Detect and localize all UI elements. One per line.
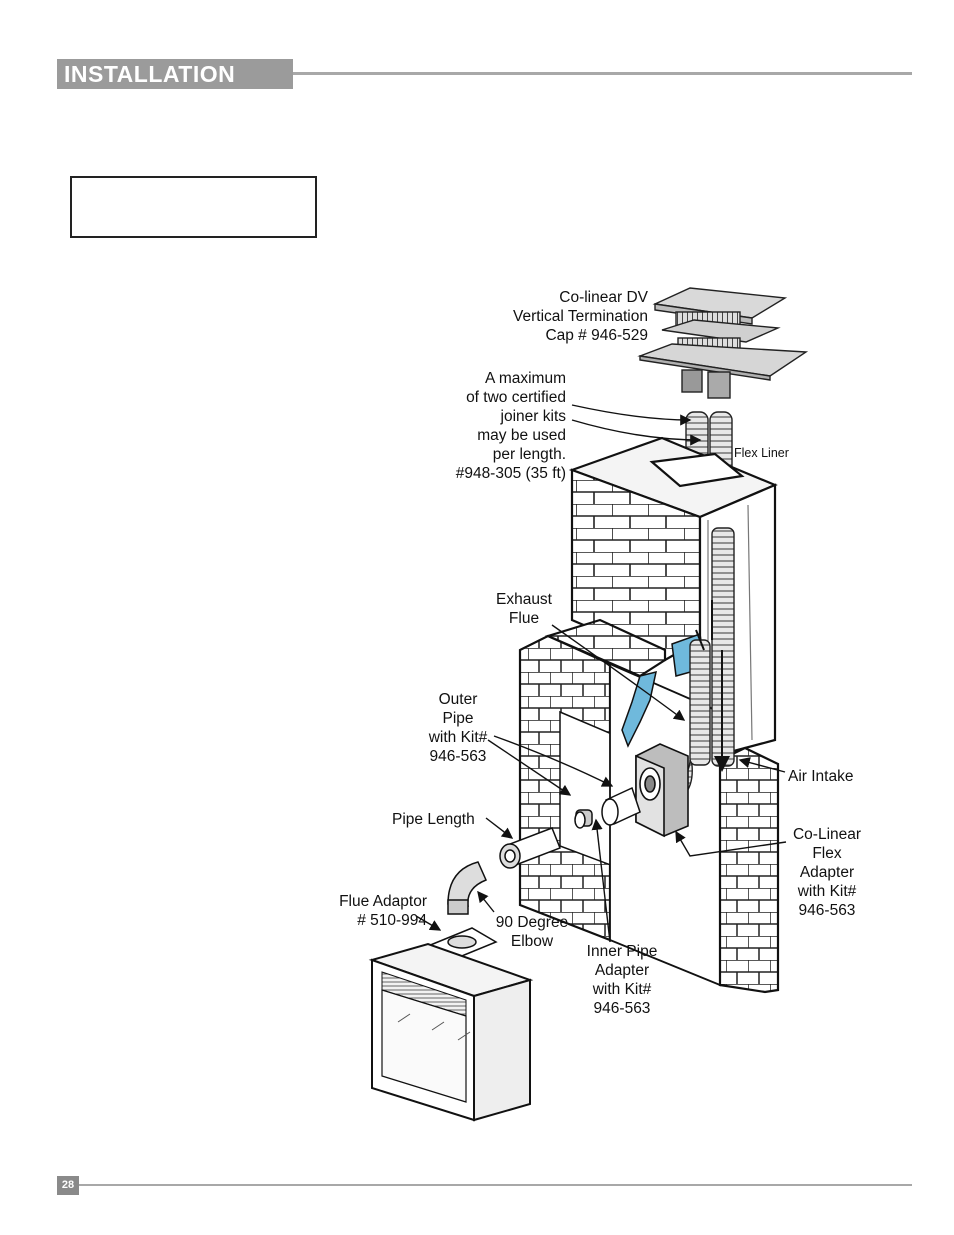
flue-adaptor-label: Flue Adaptor # 510-994 <box>339 893 427 929</box>
inner-pipe-label: Inner Pipe Adapter with Kit# 946-563 <box>586 943 658 1017</box>
cap-label: Co-linear DV Vertical Termination Cap # … <box>513 289 648 344</box>
elbow-label: 90 Degree Elbow <box>495 914 569 950</box>
footer-rule <box>79 1184 912 1186</box>
co-linear-flex-label: Co-Linear Flex Adapter with Kit# 946-563 <box>792 826 862 919</box>
page-number: 28 <box>57 1176 79 1195</box>
flex-liner-inner <box>661 527 734 807</box>
outer-pipe-fitting <box>574 786 641 829</box>
empty-note-box <box>70 176 317 238</box>
air-intake-label: Air Intake <box>788 768 854 785</box>
pipe-length-label: Pipe Length <box>392 811 475 828</box>
fireplace-unit <box>368 942 534 1122</box>
exhaust-flue-label: Exhaust Flue <box>495 591 552 627</box>
co-linear-flex-adapter <box>635 743 689 838</box>
joiner-label: A maximum of two certified joiner kits m… <box>455 370 566 482</box>
header-rule <box>293 72 912 75</box>
pipe-length <box>499 827 561 869</box>
section-header-tab: INSTALLATION <box>57 59 293 89</box>
leader-lines <box>415 404 787 943</box>
section-title: INSTALLATION <box>64 61 236 87</box>
vertical-termination-cap <box>637 287 809 399</box>
elbow-90 <box>447 861 488 915</box>
outer-pipe-label: Outer Pipe with Kit# 946-563 <box>428 691 488 765</box>
flex-liner-label: Flex Liner <box>734 446 789 460</box>
